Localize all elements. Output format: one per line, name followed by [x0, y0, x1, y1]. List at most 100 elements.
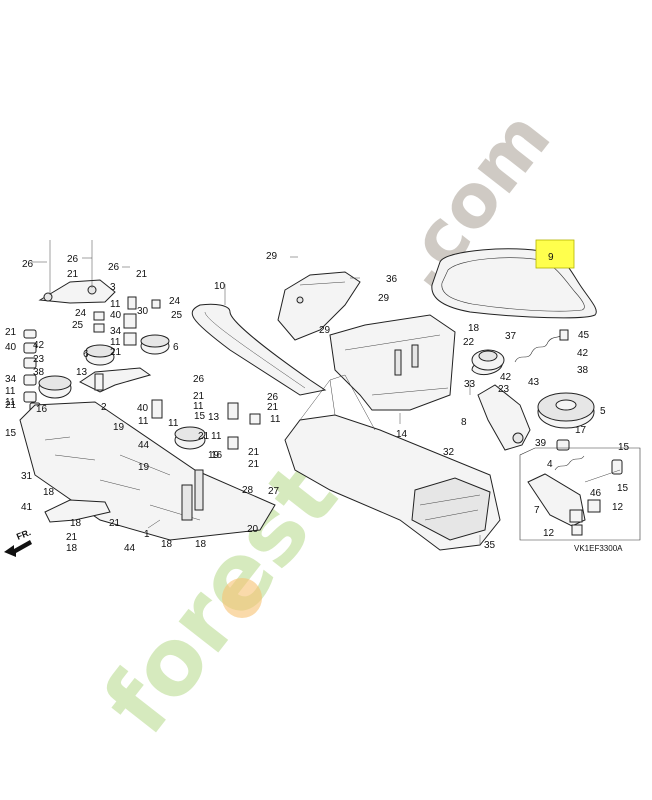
callout-label: 3 — [110, 282, 116, 293]
callout-label: 11 — [5, 397, 16, 408]
callout-label: 21 — [198, 431, 210, 442]
callout-label: 24 — [169, 296, 181, 307]
callout-label: 45 — [578, 330, 590, 341]
callout-label: 6 — [83, 349, 89, 360]
callout-label: 42 — [500, 372, 512, 383]
callout-label: 2 — [101, 402, 107, 413]
callout-label: 15 — [618, 442, 630, 453]
callout-label: 42 — [33, 340, 45, 351]
callout-label: 5 — [600, 406, 606, 417]
tension-arm-8 — [471, 349, 531, 451]
callout-label: 18 — [66, 543, 78, 554]
callout-label: 17 — [575, 425, 587, 436]
callout-label: 31 — [21, 471, 33, 482]
callout-label: 38 — [33, 367, 45, 378]
diagram-code: VK1EF3300A — [574, 544, 623, 553]
callout-label: 28 — [242, 485, 254, 496]
callout-label: 11 — [168, 418, 179, 429]
callout-label: 9 — [548, 252, 554, 263]
callout-label: 11 — [193, 401, 204, 412]
callout-label: 29 — [319, 325, 331, 336]
callout-label: 25 — [72, 320, 84, 331]
callout-label: 16 — [36, 404, 48, 415]
pulley-5 — [537, 392, 595, 451]
callout-label: 21 — [109, 518, 121, 529]
callout-label: 40 — [110, 310, 122, 321]
callout-label: 7 — [534, 505, 540, 516]
callout-label: 19 — [113, 422, 125, 433]
callout-label: 14 — [396, 429, 408, 440]
callout-label: 15 — [617, 483, 629, 494]
callout-label: 29 — [266, 251, 278, 262]
callout-label: 26 — [267, 392, 279, 403]
callout-label: 35 — [484, 540, 496, 551]
callout-label: 11 — [211, 431, 222, 442]
callout-label: 40 — [137, 403, 149, 414]
callout-label: 26 — [22, 259, 34, 270]
callout-label: 33 — [464, 379, 476, 390]
spring-45 — [514, 329, 569, 363]
callout-label: 15 — [194, 411, 206, 422]
cover-36 — [277, 271, 361, 341]
callout-label: 34 — [5, 374, 17, 385]
callout-label: 11 — [270, 414, 281, 425]
callout-label: 19 — [208, 450, 220, 461]
plate-41 — [44, 499, 111, 523]
sprocket-group — [85, 296, 170, 366]
callout-label: 21 — [193, 391, 205, 402]
callout-label: 13 — [76, 367, 88, 378]
callout-label: 21 — [66, 532, 78, 543]
watermark-dot — [222, 578, 262, 618]
callout-label: 21 — [248, 459, 260, 470]
callout-label: 25 — [171, 310, 183, 321]
leader-lines — [32, 254, 556, 545]
callout-label: 11 — [5, 386, 16, 397]
callout-label: 29 — [378, 293, 390, 304]
callout-label: 43 — [528, 377, 540, 388]
callout-label: 32 — [443, 447, 455, 458]
highlight-box — [535, 239, 575, 269]
callout-label: 21 — [5, 327, 17, 338]
direction-label: FR. — [15, 527, 32, 542]
callout-label: 18 — [43, 487, 55, 498]
callout-label: 8 — [461, 417, 467, 428]
callout-label: 30 — [137, 306, 149, 317]
left-stack — [23, 329, 72, 418]
callout-label: 15 — [5, 428, 17, 439]
callout-label: 18 — [161, 539, 173, 550]
callout-label: 11 — [110, 337, 121, 348]
callout-label: 21 — [248, 447, 260, 458]
callout-label: 11 — [138, 416, 149, 427]
callout-label: 27 — [268, 486, 280, 497]
callout-label: 26 — [108, 262, 120, 273]
callout-label: 26 — [193, 374, 205, 385]
callout-label: 4 — [547, 459, 553, 470]
callout-label: 44 — [124, 543, 136, 554]
callout-label: 19 — [138, 462, 150, 473]
callout-label: 40 — [5, 342, 17, 353]
callout-label: 39 — [535, 438, 547, 449]
bracket-3 — [38, 240, 116, 304]
callout-label: 24 — [75, 308, 87, 319]
callout-label: 1 — [144, 529, 150, 540]
callout-label: 46 — [590, 488, 602, 499]
callout-label: 18 — [195, 539, 207, 550]
front-arrow — [4, 540, 32, 557]
callout-label: 11 — [110, 299, 121, 310]
callout-label: 21 — [110, 347, 122, 358]
callout-label: 26 — [67, 254, 79, 265]
callout-label: 37 — [505, 331, 517, 342]
callout-label: 10 — [214, 281, 226, 292]
callout-label: 18 — [468, 323, 480, 334]
callout-label: 21 — [5, 400, 17, 411]
timing-belt-10 — [191, 303, 327, 396]
callout-label: 6 — [173, 342, 179, 353]
callout-label: 21 — [67, 269, 79, 280]
housing-35 — [284, 374, 501, 551]
callout-label: 21 — [136, 269, 148, 280]
bracket-2 — [79, 367, 152, 393]
callout-label: 21 — [267, 402, 279, 413]
callout-label: 34 — [110, 326, 122, 337]
callout-label: 12 — [612, 502, 624, 513]
callout-label: 23 — [33, 354, 45, 365]
